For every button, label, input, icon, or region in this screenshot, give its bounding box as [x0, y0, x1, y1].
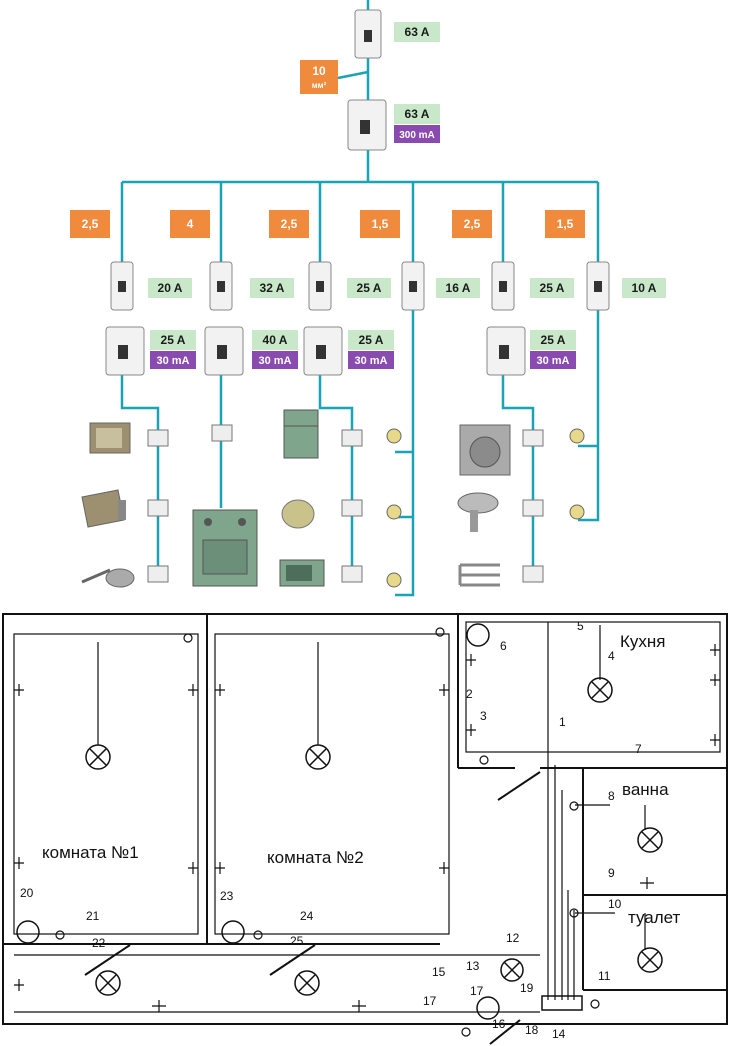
light-switch-icon	[55, 627, 600, 1037]
room-label-room1: комната №1	[42, 843, 139, 862]
ceiling-lamp-icon	[85, 677, 663, 996]
room-label-room2: комната №2	[267, 848, 364, 867]
line-number-6: 6	[500, 639, 507, 653]
main-breaker	[354, 9, 382, 59]
rcd-badges: 25 A 30 mA 40 A 30 mA 25 A 30 mA 25 A 30…	[150, 330, 576, 369]
line-numbers: 1 2 3 4 5 6 7 8 9 10 11 12 13 14 15 16 1…	[20, 619, 642, 1041]
line-number-22: 22	[92, 936, 106, 950]
rcd-leak-2: 30 mA	[258, 355, 291, 367]
cable-badge-5: 2,5	[452, 210, 492, 238]
room-labels: Кухня ванна туалет комната №1 комната №2	[42, 632, 681, 927]
breaker-label-3: 25 A	[357, 281, 382, 295]
line-number-16: 16	[492, 1017, 506, 1031]
line-number-11: 11	[598, 969, 611, 983]
breaker-label-5: 25 A	[540, 281, 565, 295]
room-label-bath: ванна	[622, 780, 669, 799]
line-number-7: 7	[635, 742, 642, 756]
line-number-13: 13	[466, 959, 480, 973]
cable-value-5: 2,5	[464, 217, 481, 231]
vacuum-cleaner-icon	[81, 568, 135, 588]
cable-badge-4: 1,5	[360, 210, 400, 238]
line-number-17b: 17	[423, 994, 437, 1008]
breaker-switches	[118, 281, 602, 292]
line-number-19: 19	[520, 981, 534, 995]
main-cable-badge: 10 мм²	[300, 60, 338, 94]
line-number-15: 15	[432, 965, 446, 979]
line-number-17a: 17	[470, 984, 484, 998]
rcd-current-2: 40 A	[263, 333, 288, 347]
line-number-24: 24	[300, 909, 314, 923]
line-number-1: 1	[559, 715, 566, 729]
refrigerator-icon	[283, 409, 319, 459]
line-number-10: 10	[608, 897, 622, 911]
outer-walls	[2, 613, 728, 1025]
cable-value-2: 4	[187, 217, 194, 231]
main-rcd-leak: 300 mA	[399, 130, 435, 141]
main-rcd-badge: 63 A 300 mA	[394, 104, 440, 143]
bus-wires	[120, 0, 600, 597]
breaker-label-4: 16 A	[446, 281, 471, 295]
main-cable-unit: мм²	[312, 81, 327, 90]
hair-dryer-icon	[457, 492, 499, 532]
line-number-5: 5	[577, 619, 584, 633]
main-cable-value: 10	[312, 64, 326, 78]
main-breaker-badge: 63 A	[394, 22, 440, 42]
line-number-2: 2	[466, 687, 473, 701]
line-number-21: 21	[86, 909, 100, 923]
line-number-20: 20	[20, 886, 34, 900]
cable-value-4: 1,5	[372, 217, 389, 231]
junction-box-icon	[16, 623, 500, 1020]
washing-machine-icon	[459, 424, 511, 476]
room-label-kitchen: Кухня	[620, 632, 666, 651]
main-breaker-label: 63 A	[405, 25, 430, 39]
distribution-scheme: 63 A 10 мм² 63 A 300 mA 2,5 4	[70, 0, 666, 597]
lamp-icon	[386, 428, 585, 588]
line-number-14: 14	[552, 1027, 566, 1041]
line-number-9: 9	[608, 866, 615, 880]
monitor-icon	[81, 489, 126, 528]
towel-warmer-icon	[458, 563, 500, 587]
cable-badge-1: 2,5	[70, 210, 110, 238]
rcd-leak-1: 30 mA	[156, 355, 189, 367]
kettle-icon	[281, 499, 315, 529]
breaker-label-6: 10 A	[632, 281, 657, 295]
main-rcd-current: 63 A	[405, 107, 430, 121]
microwave-icon	[279, 559, 325, 587]
breaker-label-1: 20 A	[158, 281, 183, 295]
rcd-leak-5: 30 mA	[536, 355, 569, 367]
rcd-leak-3: 30 mA	[354, 355, 387, 367]
electric-stove-icon	[192, 509, 258, 587]
main-rcd	[347, 99, 387, 151]
floor-plan	[2, 613, 728, 1045]
wall-socket-icon	[14, 644, 720, 1012]
socket-icon	[147, 424, 544, 583]
rcd-current-5: 25 A	[541, 333, 566, 347]
line-number-25: 25	[290, 934, 304, 948]
cable-badge-2: 4	[170, 210, 210, 238]
cable-badge-3: 2,5	[269, 210, 309, 238]
line-number-18: 18	[525, 1023, 539, 1037]
distribution-panel	[541, 995, 583, 1011]
line-number-12: 12	[506, 931, 520, 945]
cable-value-1: 2,5	[82, 217, 99, 231]
breaker-label-2: 32 A	[260, 281, 285, 295]
breaker-badges: 20 A 32 A 25 A 16 A 25 A 10 A	[148, 278, 666, 298]
line-number-8: 8	[608, 789, 615, 803]
line-number-4: 4	[608, 649, 615, 663]
cable-badge-6: 1,5	[545, 210, 585, 238]
cable-value-3: 2,5	[281, 217, 298, 231]
tv-icon	[89, 422, 131, 454]
line-number-23: 23	[220, 889, 234, 903]
line-number-3: 3	[480, 709, 487, 723]
cable-value-6: 1,5	[557, 217, 574, 231]
rcd-current-3: 25 A	[359, 333, 384, 347]
branch-rcds	[105, 326, 526, 376]
room-label-toilet: туалет	[628, 908, 681, 927]
rcd-current-1: 25 A	[161, 333, 186, 347]
